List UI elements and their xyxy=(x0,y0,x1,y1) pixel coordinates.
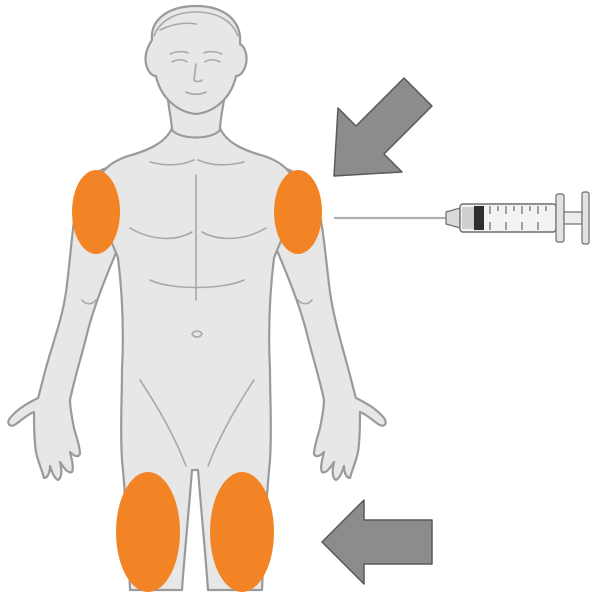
site-left-thigh xyxy=(116,472,180,592)
site-right-thigh xyxy=(210,472,274,592)
syringe-plunger-rod xyxy=(564,212,582,224)
arrow-to-arm xyxy=(334,78,432,176)
syringe-icon xyxy=(334,192,589,244)
site-right-upper-arm xyxy=(274,170,322,254)
human-body-figure xyxy=(8,6,385,590)
syringe-thumb-press xyxy=(582,192,589,244)
syringe-hub xyxy=(446,208,460,228)
arrow-left-icon xyxy=(322,500,432,584)
arrow-to-thigh xyxy=(322,500,432,584)
site-left-upper-arm xyxy=(72,170,120,254)
syringe-plunger-head xyxy=(474,206,484,230)
arrow-down-left-icon xyxy=(334,78,432,176)
syringe-flange xyxy=(556,194,564,242)
head xyxy=(145,6,246,114)
